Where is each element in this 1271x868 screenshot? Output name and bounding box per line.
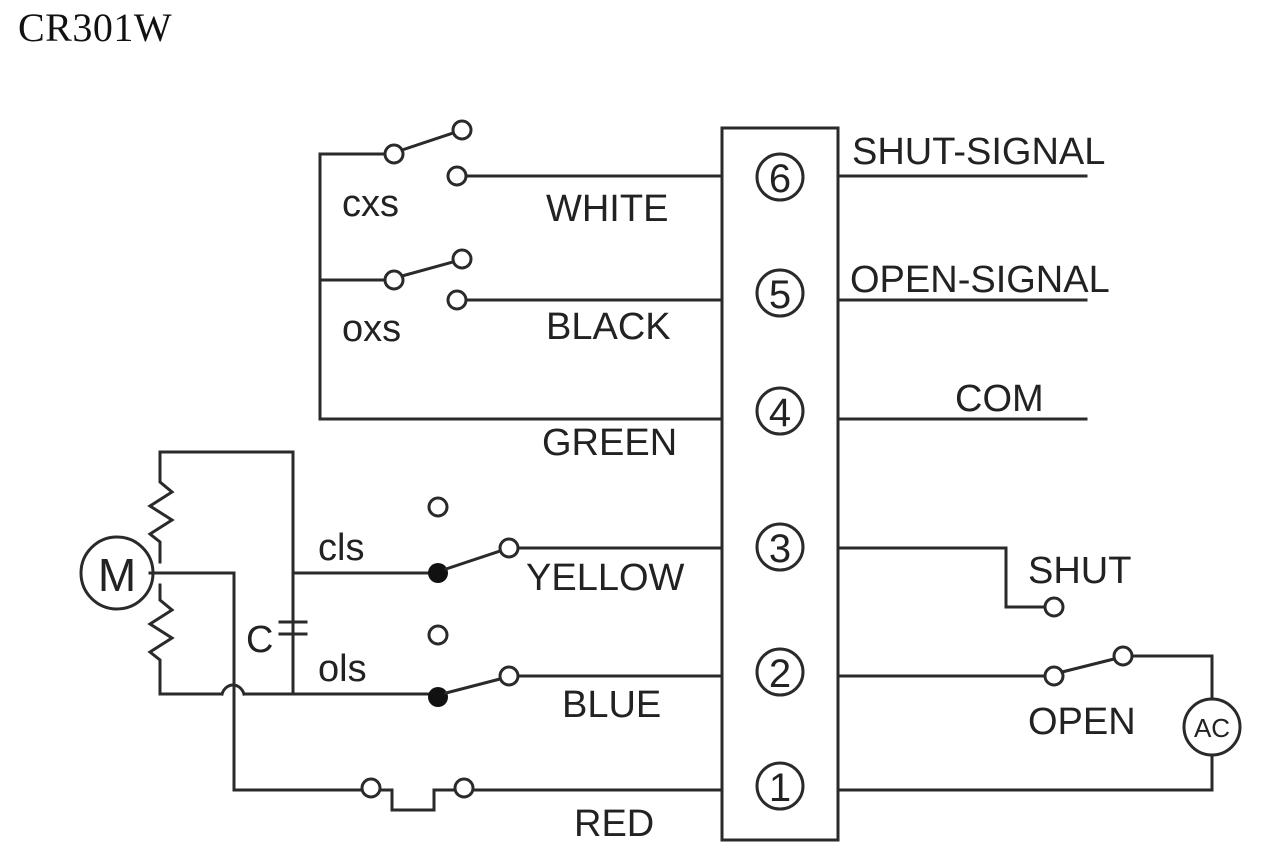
terminal-6: 6: [755, 152, 805, 202]
shut-signal-label: SHUT-SIGNAL: [852, 131, 1105, 173]
svg-text:AC: AC: [1194, 713, 1230, 743]
winding-lower-coil: [147, 583, 224, 696]
ols-label: ols: [318, 648, 367, 690]
svg-text:M: M: [98, 549, 136, 601]
terminal-1: 1: [755, 761, 805, 811]
svg-text:6: 6: [769, 157, 791, 201]
red-label: RED: [574, 803, 654, 845]
svg-text:3: 3: [769, 527, 791, 571]
ac-source: AC: [1182, 697, 1242, 757]
open-label: OPEN: [1028, 701, 1136, 743]
cxs-switch: [383, 119, 473, 187]
terminal-2: 2: [755, 647, 805, 697]
com-label: COM: [955, 378, 1044, 420]
terminal-4: 4: [755, 386, 805, 436]
thermal-protector: [360, 777, 475, 812]
diagram-title: CR301W: [18, 5, 173, 50]
motor: M: [79, 535, 155, 611]
yellow-label: YELLOW: [526, 557, 685, 599]
shut-contact: [1043, 596, 1065, 618]
svg-text:4: 4: [769, 391, 791, 435]
blue-label: BLUE: [562, 684, 661, 726]
winding-upper-coil: [147, 450, 175, 564]
cls-switch: [427, 496, 520, 583]
shut-wire: [836, 546, 1047, 609]
terminal-3: 3: [755, 522, 805, 572]
green-label: GREEN: [542, 422, 677, 464]
black-label: BLACK: [546, 306, 671, 348]
open-switch: [1043, 645, 1134, 687]
capacitor-label: C: [246, 619, 273, 661]
terminal-5: 5: [755, 268, 805, 318]
motor-common-wire: [148, 571, 364, 792]
winding-top-wire: [158, 450, 295, 696]
ols-switch: [427, 624, 520, 707]
svg-text:2: 2: [769, 652, 791, 696]
oxs-switch: [383, 248, 473, 311]
oxs-label: oxs: [342, 308, 401, 350]
ac-lower-wire: [836, 753, 1214, 792]
green-common-wire: [318, 152, 724, 421]
svg-text:1: 1: [769, 766, 791, 810]
svg-text:5: 5: [769, 273, 791, 317]
white-label: WHITE: [546, 188, 668, 230]
shut-label: SHUT: [1028, 550, 1131, 592]
terminal-block: [720, 126, 840, 842]
cxs-label: cxs: [342, 183, 399, 225]
ac-upper-wire: [1130, 654, 1214, 701]
open-signal-label: OPEN-SIGNAL: [850, 259, 1110, 301]
cls-label: cls: [318, 527, 364, 569]
